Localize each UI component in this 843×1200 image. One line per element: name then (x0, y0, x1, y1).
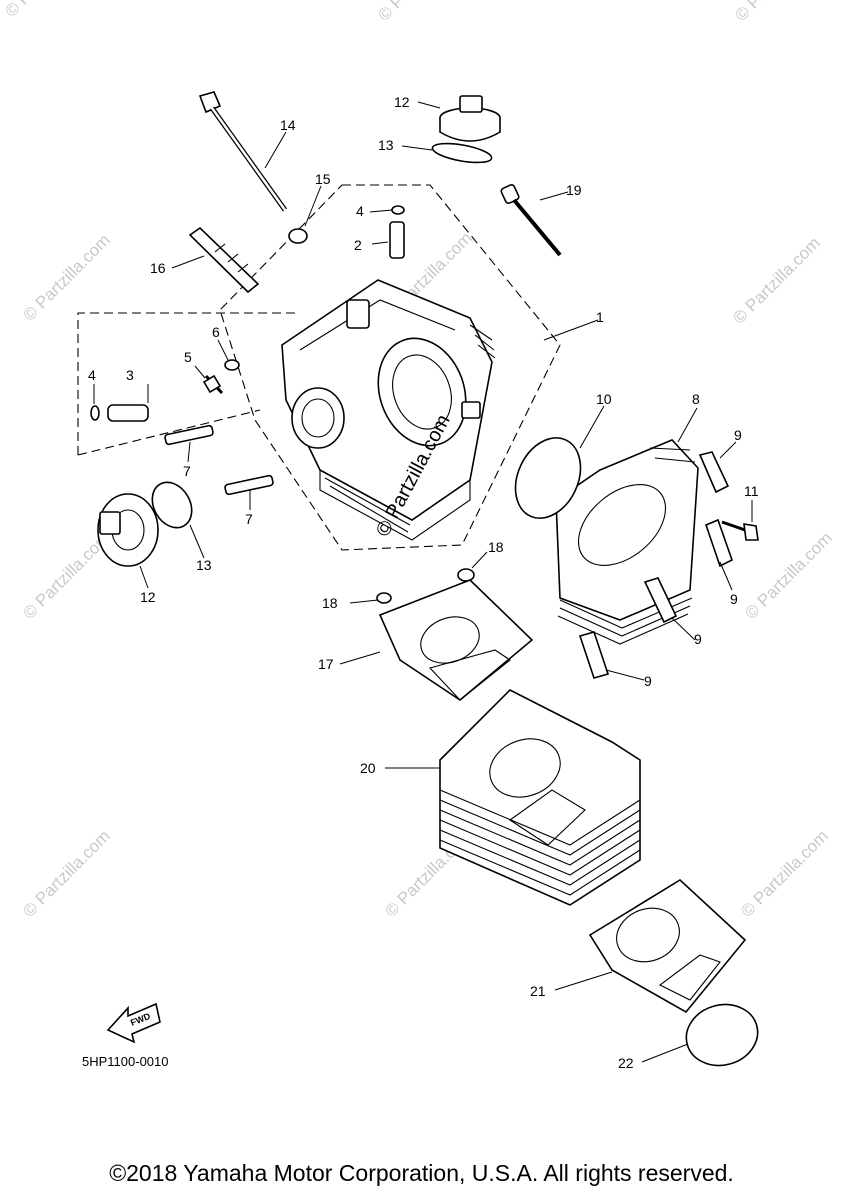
assembly-outline (77, 184, 561, 551)
callout-9: 9 (694, 631, 702, 647)
callout-19: 19 (566, 182, 582, 198)
cap-12-left (97, 493, 159, 567)
callout-21: 21 (530, 983, 546, 999)
callout-labels: 1 2 3 4 4 5 6 7 7 8 9 9 9 9 10 11 12 12 … (88, 94, 759, 1071)
bolt-19 (500, 183, 562, 257)
callout-6: 6 (212, 324, 220, 340)
callout-14: 14 (280, 117, 296, 133)
watermark-text: © Partzilla.com (19, 230, 113, 324)
callout-9: 9 (730, 591, 738, 607)
callout-7: 7 (183, 463, 191, 479)
callout-13: 13 (196, 557, 212, 573)
cylinder-head (281, 279, 496, 541)
callout-5: 5 (184, 349, 192, 365)
washer-15 (288, 228, 308, 244)
gasket-21 (588, 879, 747, 1014)
dowel-pin-18-right (457, 568, 475, 582)
washer-6 (224, 359, 240, 371)
callout-15: 15 (315, 171, 331, 187)
callout-18: 18 (322, 595, 338, 611)
callout-4: 4 (88, 367, 96, 383)
o-ring-10 (514, 437, 582, 519)
callout-12: 12 (140, 589, 156, 605)
callout-13: 13 (378, 137, 394, 153)
valve-guide-2 (389, 221, 405, 259)
head-cover (555, 439, 699, 645)
stud-7-lower (224, 474, 274, 496)
callout-1: 1 (596, 309, 604, 325)
callout-4: 4 (356, 203, 364, 219)
cylinder-block-20 (439, 689, 641, 906)
clip-4-left (90, 405, 100, 421)
callout-18: 18 (488, 539, 504, 555)
watermark-text: © Partzilla.com (19, 826, 113, 920)
o-ring-13-left (151, 481, 193, 529)
callout-9: 9 (734, 427, 742, 443)
watermark-text: © Partzilla.com (729, 233, 823, 327)
watermark-text: © Partzilla.com (741, 528, 835, 622)
figure-code: 5HP1100-0010 (82, 1054, 169, 1069)
watermark-text: © Partzilla.com (737, 826, 831, 920)
watermark-text: © Partzilla.com (1, 0, 95, 21)
callout-2: 2 (354, 237, 362, 253)
forward-direction-arrow: FWD (106, 1002, 161, 1044)
bolt-11 (721, 520, 759, 541)
stud-7-upper (164, 424, 214, 446)
callout-22: 22 (618, 1055, 634, 1071)
spark-plug-16 (188, 226, 260, 294)
stud-bolt-14 (198, 91, 288, 212)
copyright-notice: ©2018 Yamaha Motor Corporation, U.S.A. A… (109, 1160, 734, 1186)
callout-7: 7 (245, 511, 253, 527)
callout-12: 12 (394, 94, 410, 110)
cap-12-top (439, 95, 501, 142)
callout-8: 8 (692, 391, 700, 407)
callout-9: 9 (644, 673, 652, 689)
o-ring-13-top (431, 142, 493, 164)
callout-10: 10 (596, 391, 612, 407)
watermark-text: © Partzilla.com (731, 0, 825, 25)
watermark-text: © Partzilla.com (374, 0, 468, 25)
bolt-5 (202, 374, 224, 395)
callout-16: 16 (150, 260, 166, 276)
dowel-pin-18-left (376, 592, 392, 604)
clip-4-top (391, 205, 405, 215)
callout-11: 11 (744, 483, 759, 499)
callout-17: 17 (318, 656, 334, 672)
o-ring-22 (685, 1003, 759, 1067)
gasket-17 (378, 579, 534, 701)
valve-guide-3 (107, 404, 149, 422)
leader-lines (93, 101, 753, 1063)
callout-3: 3 (126, 367, 134, 383)
callout-20: 20 (360, 760, 376, 776)
dampers (578, 451, 733, 679)
